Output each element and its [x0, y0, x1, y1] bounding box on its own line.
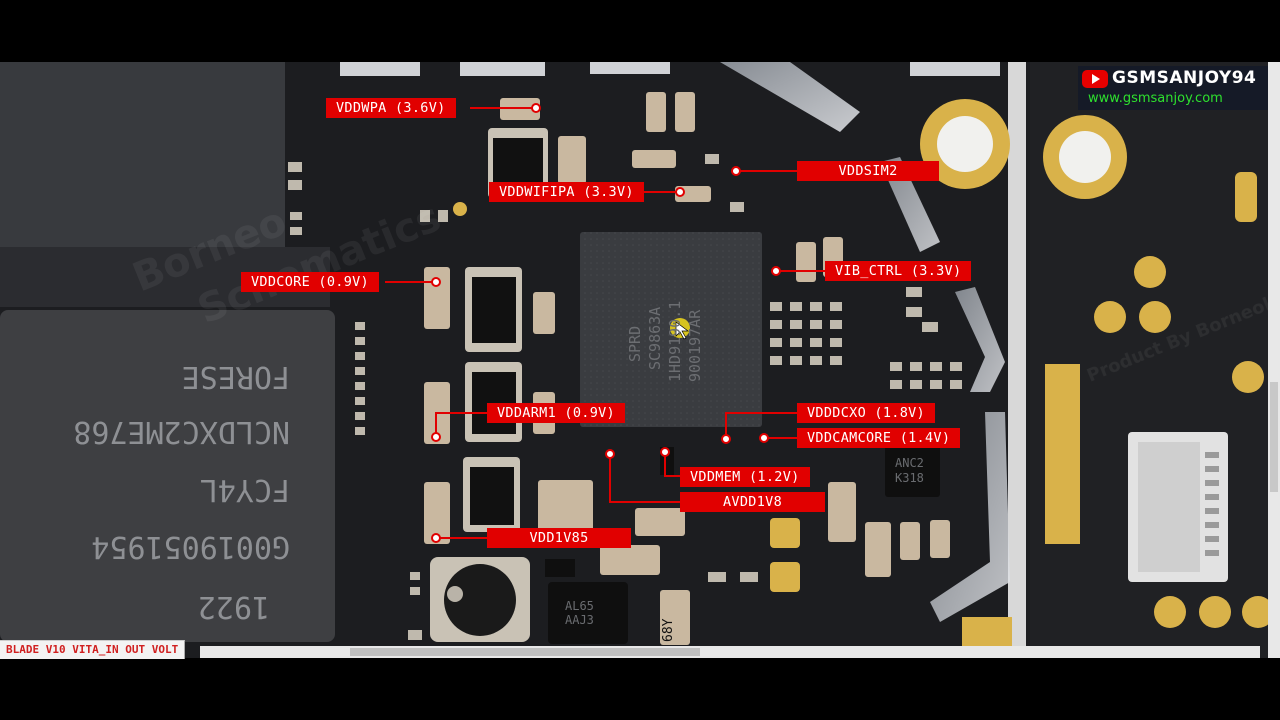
cpu-marking-1: SPRD	[626, 326, 644, 362]
top-left-chip	[0, 62, 285, 247]
vertical-scrollbar[interactable]	[1268, 62, 1280, 658]
cpu-marking-2: SC9863A	[646, 307, 664, 370]
horizontal-scroll-thumb[interactable]	[350, 648, 700, 656]
memory-chip	[0, 310, 335, 642]
cpu-marking-4: 900197AR	[686, 309, 704, 382]
channel-website: www.gsmsanjoy.com	[1088, 91, 1223, 106]
small-ic-2-marking-2: ANC2	[895, 456, 924, 470]
schematic-viewer: 1922 G0019051954 FCY4L NCLDXC2ME768 FORE…	[0, 62, 1280, 658]
label-vib-ctrl: VIB_CTRL (3.3V)	[825, 261, 972, 281]
memory-marking-5: FORESE	[182, 359, 290, 394]
label-vddarm1: VDDARM1 (0.9V)	[487, 403, 625, 423]
channel-watermark: GSMSANJOY94 www.gsmsanjoy.com	[1078, 66, 1274, 110]
vertical-scroll-thumb[interactable]	[1270, 382, 1278, 492]
small-ic-1-marking-2: AAJ3	[565, 613, 594, 627]
label-vdddcxo: VDDDCXO (1.8V)	[797, 403, 935, 423]
label-vddmem: VDDMEM (1.2V)	[680, 467, 810, 487]
small-ic-2-marking-1: K318	[895, 471, 924, 485]
horizontal-scrollbar[interactable]	[200, 646, 1260, 658]
channel-name: GSMSANJOY94	[1112, 68, 1257, 88]
document-title-tab[interactable]: BLADE V10 VITA_IN OUT VOLT	[0, 640, 186, 659]
label-vddwpa: VDDWPA (3.6V)	[326, 98, 456, 118]
label-vddwifipa: VDDWIFIPA (3.3V)	[489, 182, 644, 202]
label-vddcore: VDDCORE (0.9V)	[241, 272, 379, 292]
memory-marking-4: NCLDXC2ME768	[73, 414, 290, 449]
memory-marking-3: FCY4L	[200, 472, 290, 507]
label-vdd1v85: VDD1V85	[487, 528, 631, 548]
label-vddcamcore: VDDCAMCORE (1.4V)	[797, 428, 961, 448]
pcb-board: 1922 G0019051954 FCY4L NCLDXC2ME768 FORE…	[0, 62, 1280, 658]
small-ic-1-marking-1: AL65	[565, 599, 594, 613]
tiny-chip-marking: 68Y	[661, 618, 676, 642]
label-vddsim2: VDDSIM2	[797, 161, 939, 181]
label-avdd1v8: AVDD1V8	[680, 492, 825, 512]
memory-marking-1: 1922	[198, 589, 270, 624]
cpu-marking-3: 1HD9190.1	[666, 301, 684, 382]
memory-marking-2: G0019051954	[91, 529, 290, 564]
youtube-play-icon	[1082, 70, 1108, 88]
